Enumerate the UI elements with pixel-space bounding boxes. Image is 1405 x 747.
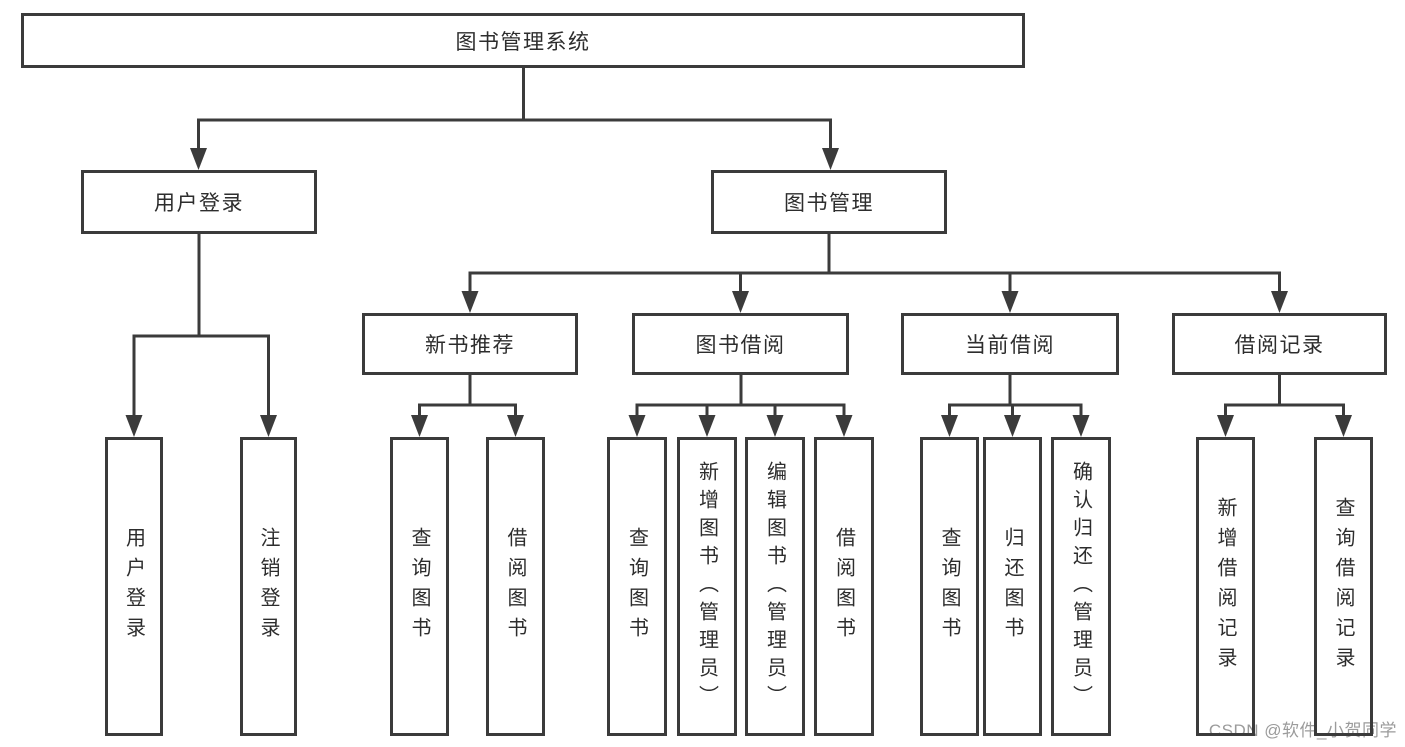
node-book-borrow: 图书借阅 bbox=[632, 313, 849, 375]
leaf-user-login: 用户登录 bbox=[105, 437, 163, 736]
leaf-add-book-admin: 新增图书（管理员） bbox=[677, 437, 737, 736]
leaf-query-book-2: 查询图书 bbox=[607, 437, 667, 736]
leaf-return-book: 归还图书 bbox=[983, 437, 1042, 736]
arrow-down-icon bbox=[1072, 415, 1090, 437]
node-library-system: 图书管理系统 bbox=[21, 13, 1025, 68]
arrow-down-icon bbox=[1335, 415, 1352, 437]
arrow-down-icon bbox=[1271, 291, 1288, 313]
arrow-down-icon bbox=[766, 415, 784, 437]
node-label: 归还图书 bbox=[1001, 526, 1023, 647]
arrow-down-icon bbox=[941, 415, 958, 437]
leaf-query-book-1: 查询图书 bbox=[390, 437, 449, 736]
leaf-query-borrow-record: 查询借阅记录 bbox=[1314, 437, 1373, 736]
node-label: 编辑图书（管理员） bbox=[763, 460, 786, 713]
leaf-edit-book-admin: 编辑图书（管理员） bbox=[745, 437, 805, 736]
arrow-down-icon bbox=[125, 415, 143, 437]
connector-line-group bbox=[132, 68, 1345, 418]
node-current-borrow: 当前借阅 bbox=[901, 313, 1119, 375]
arrow-down-icon bbox=[698, 415, 716, 437]
node-label: 借阅图书 bbox=[504, 526, 526, 647]
node-label: 新增图书（管理员） bbox=[695, 460, 718, 713]
node-label: 新书推荐 bbox=[425, 334, 515, 357]
leaf-add-borrow-record: 新增借阅记录 bbox=[1196, 437, 1255, 736]
node-label: 图书借阅 bbox=[695, 334, 786, 357]
node-label: 借阅图书 bbox=[832, 526, 855, 647]
node-label: 当前借阅 bbox=[965, 334, 1055, 357]
arrow-down-icon bbox=[835, 415, 853, 437]
leaf-query-book-3: 查询图书 bbox=[920, 437, 979, 736]
arrow-down-icon bbox=[1001, 291, 1019, 313]
arrow-down-icon bbox=[260, 415, 277, 437]
leaf-borrow-book-1: 借阅图书 bbox=[486, 437, 545, 736]
csdn-watermark: CSDN @软件_小贺同学 bbox=[1208, 721, 1397, 740]
node-user-login: 用户登录 bbox=[81, 170, 317, 234]
arrow-down-icon bbox=[411, 415, 428, 437]
node-label: 查询图书 bbox=[938, 526, 960, 647]
node-label: 借阅记录 bbox=[1234, 334, 1325, 357]
arrow-down-icon bbox=[1217, 415, 1234, 437]
arrow-down-icon bbox=[732, 291, 749, 313]
node-book-management: 图书管理 bbox=[711, 170, 947, 234]
node-label: 图书管理 bbox=[784, 192, 874, 215]
arrow-down-icon bbox=[628, 415, 646, 437]
node-label: 注销登录 bbox=[257, 526, 279, 647]
arrow-down-icons bbox=[125, 148, 1352, 437]
node-label: 用户登录 bbox=[122, 526, 145, 647]
node-label: 查询图书 bbox=[625, 526, 648, 647]
node-label: 确认归还（管理员） bbox=[1069, 460, 1092, 713]
arrow-down-icon bbox=[461, 291, 479, 313]
node-label: 新增借阅记录 bbox=[1214, 496, 1236, 677]
arrow-down-icon bbox=[507, 415, 524, 437]
node-label: 查询图书 bbox=[408, 526, 430, 647]
leaf-confirm-return-admin: 确认归还（管理员） bbox=[1051, 437, 1111, 736]
arrow-down-icon bbox=[1004, 415, 1021, 437]
node-label: 用户登录 bbox=[154, 192, 244, 215]
node-label: 图书管理系统 bbox=[455, 30, 591, 54]
node-label: 查询借阅记录 bbox=[1332, 496, 1354, 677]
leaf-borrow-book-2: 借阅图书 bbox=[814, 437, 874, 736]
node-borrow-records: 借阅记录 bbox=[1172, 313, 1387, 375]
node-new-book-recommend: 新书推荐 bbox=[362, 313, 578, 375]
leaf-logout-login: 注销登录 bbox=[240, 437, 297, 736]
arrow-down-icon bbox=[190, 148, 207, 170]
arrow-down-icon bbox=[822, 148, 839, 170]
